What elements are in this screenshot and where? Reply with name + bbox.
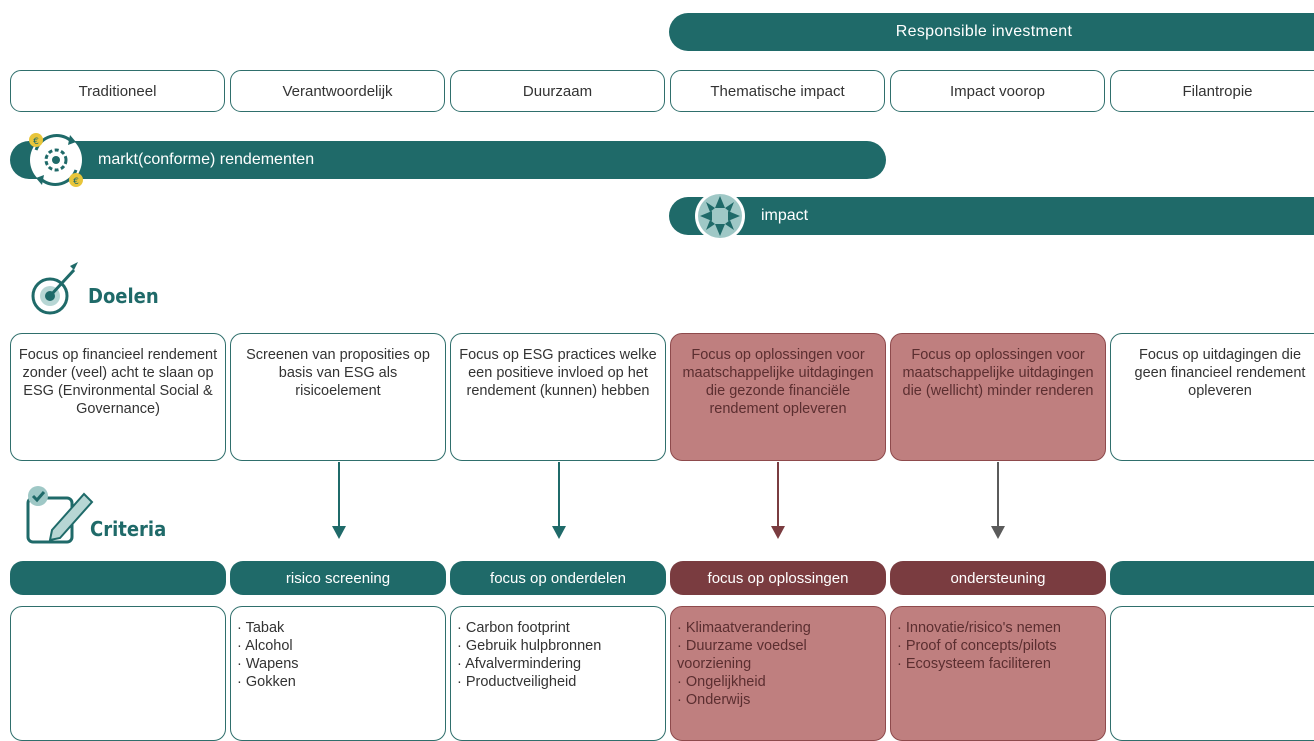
arrow-impact-voorop — [997, 462, 999, 526]
category-duurzaam[interactable]: Duurzaam — [450, 70, 665, 112]
goal-duurzaam: Focus op ESG practices welke een positie… — [450, 333, 666, 461]
criteria-list: Tabak Alcohol Wapens Gokken — [237, 619, 439, 691]
compass-arrows-icon — [690, 188, 750, 244]
category-filantropie[interactable]: Filantropie — [1110, 70, 1314, 112]
criteria-tab-traditioneel — [10, 561, 226, 595]
impact-band: impact — [669, 197, 1314, 235]
criteria-item: Gebruik hulpbronnen — [457, 637, 659, 655]
goal-text: Focus op oplossingen voor maatschappelij… — [902, 347, 1094, 399]
goal-text: Focus op financieel rendement zonder (ve… — [18, 347, 218, 417]
criteria-tab-label: focus op onderdelen — [490, 569, 626, 587]
checklist-pencil-icon — [22, 484, 102, 548]
criteria-item: Carbon footprint — [457, 619, 659, 637]
arrow-head — [332, 526, 346, 539]
goal-text: Focus op ESG practices welke een positie… — [459, 347, 657, 399]
category-thematische-impact[interactable]: Thematische impact — [670, 70, 885, 112]
category-impact-voorop[interactable]: Impact voorop — [890, 70, 1105, 112]
goal-thematische-impact: Focus op oplossingen voor maatschappelij… — [670, 333, 886, 461]
arrow-head — [991, 526, 1005, 539]
criteria-title: Criteria — [90, 517, 167, 541]
category-traditioneel[interactable]: Traditioneel — [10, 70, 225, 112]
arrow-thematische-impact — [777, 462, 779, 526]
criteria-tab-label: ondersteuning — [950, 569, 1046, 587]
category-label: Impact voorop — [949, 82, 1046, 100]
goal-text: Focus op uitdagingen die geen financieel… — [1134, 347, 1306, 399]
criteria-item: Innovatie/risico's nemen — [897, 619, 1099, 637]
criteria-item: Gokken — [237, 673, 439, 691]
criteria-item: Duurzame voedsel voorziening — [677, 637, 879, 673]
criteria-box-verantwoordelijk: Tabak Alcohol Wapens Gokken — [230, 606, 446, 741]
doelen-title: Doelen — [88, 284, 159, 308]
impact-label: impact — [761, 207, 809, 224]
criteria-tab-label: focus op oplossingen — [707, 569, 849, 587]
criteria-box-filantropie — [1110, 606, 1314, 741]
criteria-item: Alcohol — [237, 637, 439, 655]
goal-impact-voorop: Focus op oplossingen voor maatschappelij… — [890, 333, 1106, 461]
criteria-list: Carbon footprint Gebruik hulpbronnen Afv… — [457, 619, 659, 691]
criteria-box-impact-voorop: Innovatie/risico's nemen Proof of concep… — [890, 606, 1106, 741]
arrow-head — [771, 526, 785, 539]
svg-text:€: € — [73, 177, 79, 187]
criteria-item: Productveiligheid — [457, 673, 659, 691]
arrow-duurzaam — [558, 462, 560, 526]
criteria-tab-focus-op-onderdelen: focus op onderdelen — [450, 561, 666, 595]
criteria-box-thematische-impact: Klimaatverandering Duurzame voedsel voor… — [670, 606, 886, 741]
market-returns-band: markt(conforme) rendementen — [10, 141, 886, 179]
criteria-tab-filantropie — [1110, 561, 1314, 595]
criteria-item: Wapens — [237, 655, 439, 673]
criteria-list: Klimaatverandering Duurzame voedsel voor… — [677, 619, 879, 709]
target-icon — [26, 260, 82, 316]
market-returns-label: markt(conforme) rendementen — [98, 151, 315, 168]
criteria-box-duurzaam: Carbon footprint Gebruik hulpbronnen Afv… — [450, 606, 666, 741]
category-label: Thematische impact — [710, 82, 845, 100]
goal-filantropie: Focus op uitdagingen die geen financieel… — [1110, 333, 1314, 461]
goal-text: Screenen van proposities op basis van ES… — [246, 347, 430, 399]
currency-cycle-icon: € € — [18, 128, 92, 192]
category-label: Traditioneel — [78, 82, 157, 100]
category-verantwoordelijk[interactable]: Verantwoordelijk — [230, 70, 445, 112]
arrow-head — [552, 526, 566, 539]
responsible-investment-banner: Responsible investment — [669, 13, 1314, 51]
category-label: Duurzaam — [522, 82, 593, 100]
responsible-investment-label: Responsible investment — [895, 23, 1073, 40]
criteria-item: Ongelijkheid — [677, 673, 879, 691]
category-label: Filantropie — [1182, 82, 1253, 100]
criteria-item: Ecosysteem faciliteren — [897, 655, 1099, 673]
criteria-list: Innovatie/risico's nemen Proof of concep… — [897, 619, 1099, 673]
goal-verantwoordelijk: Screenen van proposities op basis van ES… — [230, 333, 446, 461]
criteria-item: Klimaatverandering — [677, 619, 879, 637]
criteria-tab-risico-screening: risico screening — [230, 561, 446, 595]
criteria-box-traditioneel — [10, 606, 226, 741]
criteria-tab-label: risico screening — [285, 569, 391, 587]
category-label: Verantwoordelijk — [282, 82, 393, 100]
criteria-item: Proof of concepts/pilots — [897, 637, 1099, 655]
criteria-item: Tabak — [237, 619, 439, 637]
criteria-item: Onderwijs — [677, 691, 879, 709]
arrow-verantwoordelijk — [338, 462, 340, 526]
criteria-tab-ondersteuning: ondersteuning — [890, 561, 1106, 595]
criteria-item: Afvalvermindering — [457, 655, 659, 673]
criteria-tab-focus-op-oplossingen: focus op oplossingen — [670, 561, 886, 595]
goal-text: Focus op oplossingen voor maatschappelij… — [682, 347, 874, 417]
goal-traditioneel: Focus op financieel rendement zonder (ve… — [10, 333, 226, 461]
svg-text:€: € — [33, 137, 39, 147]
